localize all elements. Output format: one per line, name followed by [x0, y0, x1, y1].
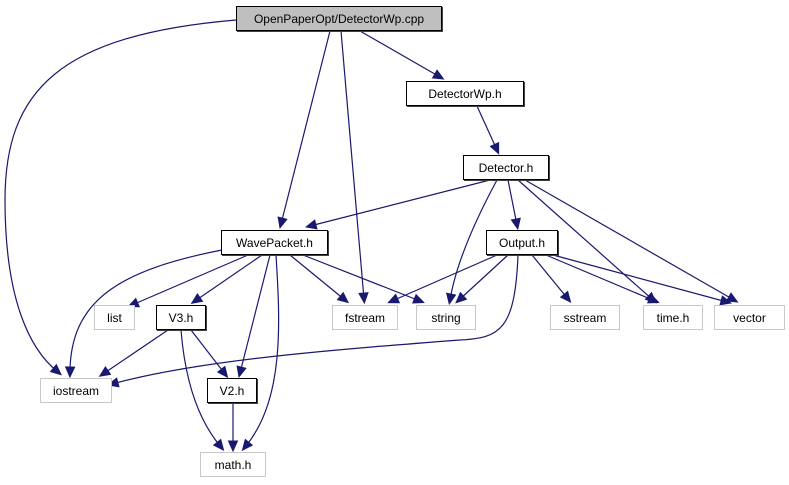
arrowhead-icon	[725, 292, 739, 303]
edge-wavepacket_h-to-math_h	[244, 254, 280, 448]
edge-root-to-iostream	[4, 19, 237, 373]
node-iostream: iostream	[40, 378, 112, 403]
edge-v3_h-to-v2_h	[190, 329, 226, 375]
arrowhead-icon	[445, 292, 457, 306]
edge-detector_h-to-vector	[524, 179, 735, 301]
edge-output_h-to-string	[458, 254, 509, 301]
arrowhead-icon	[646, 293, 660, 304]
edge-detector_h-to-output_h	[507, 179, 518, 226]
edge-detector_h-to-time_h	[517, 179, 654, 301]
arrowhead-icon	[277, 216, 288, 230]
node-root-file: OpenPaperOpt/DetectorWp.cpp	[236, 6, 442, 31]
edge-wavepacket_h-to-v3_h	[194, 254, 263, 302]
edge-v3_h-to-math_h	[180, 329, 222, 448]
edge-wavepacket_h-to-list	[131, 254, 249, 306]
arrowhead-icon	[236, 365, 247, 379]
edge-detector_h-to-string	[449, 179, 498, 301]
arrowhead-icon	[719, 295, 733, 306]
node-string: string	[416, 305, 476, 330]
edge-output_h-to-time_h	[545, 254, 656, 302]
node-v3-h[interactable]: V3.h	[156, 305, 206, 330]
arrowhead-icon	[190, 292, 204, 304]
arrowhead-icon	[216, 365, 229, 379]
edge-detectorwp_h-to-detector_h	[476, 105, 498, 151]
arrowhead-icon	[387, 293, 401, 304]
edge-output_h-to-fstream	[391, 254, 498, 302]
arrowhead-icon	[559, 290, 572, 304]
arrowhead-icon	[212, 438, 225, 452]
arrowhead-icon	[49, 363, 62, 376]
arrowhead-icon	[227, 440, 239, 453]
edge-wavepacket_h-to-iostream	[69, 249, 223, 374]
arrowhead-icon	[336, 291, 350, 304]
edge-v3_h-to-iostream	[102, 329, 169, 375]
node-fstream: fstream	[332, 305, 398, 330]
edge-root-to-wavepacket_h	[280, 30, 331, 225]
arrowhead-icon	[489, 141, 500, 155]
arrowhead-icon	[241, 438, 254, 452]
edge-detector_h-to-wavepacket_h	[309, 179, 491, 227]
edge-wavepacket_h-to-fstream	[289, 254, 346, 301]
edge-root-to-fstream	[340, 30, 365, 300]
node-output-h[interactable]: Output.h	[486, 230, 558, 255]
node-detectorwp-h[interactable]: DetectorWp.h	[406, 81, 524, 106]
node-time-h: time.h	[643, 305, 703, 330]
arrowhead-icon	[455, 291, 468, 304]
arrowhead-icon	[358, 292, 369, 305]
edge-output_h-to-sstream	[531, 254, 569, 300]
node-vector: vector	[714, 305, 785, 330]
edge-output_h-to-vector	[552, 254, 728, 303]
arrowhead-icon	[304, 219, 318, 230]
arrowhead-icon	[431, 69, 445, 80]
arrowhead-icon	[412, 293, 425, 304]
arrowhead-icon	[98, 365, 112, 377]
node-sstream: sstream	[550, 305, 620, 330]
edge-wavepacket_h-to-v2_h	[239, 254, 271, 374]
node-detector-h[interactable]: Detector.h	[463, 155, 549, 180]
node-list: list	[94, 305, 135, 330]
node-math-h: math.h	[200, 452, 266, 477]
node-v2-h[interactable]: V2.h	[207, 378, 257, 403]
edge-wavepacket_h-to-string	[302, 254, 421, 302]
arrowhead-icon	[64, 366, 76, 379]
arrowhead-icon	[510, 217, 521, 231]
edge-root-to-detectorwp_h	[359, 30, 441, 78]
node-wavepacket-h[interactable]: WavePacket.h	[221, 230, 328, 255]
